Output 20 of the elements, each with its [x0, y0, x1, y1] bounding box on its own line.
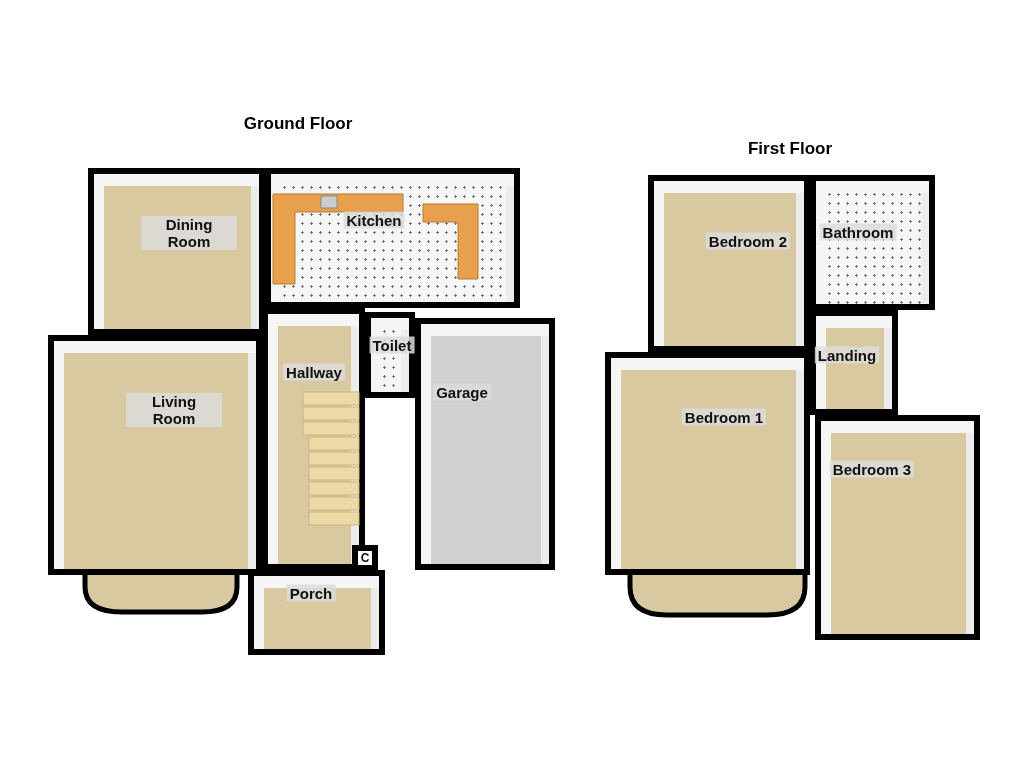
room	[815, 415, 980, 640]
room-label: Kitchen	[343, 211, 405, 229]
room-label: Living Room	[126, 393, 222, 427]
room-label: Toilet	[369, 336, 415, 354]
room-label: C	[360, 549, 370, 567]
room-label: Landing	[814, 346, 880, 364]
room	[415, 318, 555, 570]
room	[248, 570, 385, 655]
room-label: Hallway	[283, 363, 345, 381]
room-label: Dining Room	[141, 216, 237, 250]
room-label: Bedroom 2	[705, 232, 791, 250]
room-label: Bedroom 1	[681, 408, 767, 426]
floor-heading: Ground Floor	[243, 114, 353, 134]
room	[352, 545, 378, 571]
room-label: Bathroom	[819, 223, 897, 241]
floor-heading: First Floor	[747, 139, 833, 159]
room	[265, 168, 520, 308]
room-label: Garage	[433, 383, 491, 401]
room-label: Bedroom 3	[829, 460, 915, 478]
room-label: Porch	[286, 584, 336, 602]
